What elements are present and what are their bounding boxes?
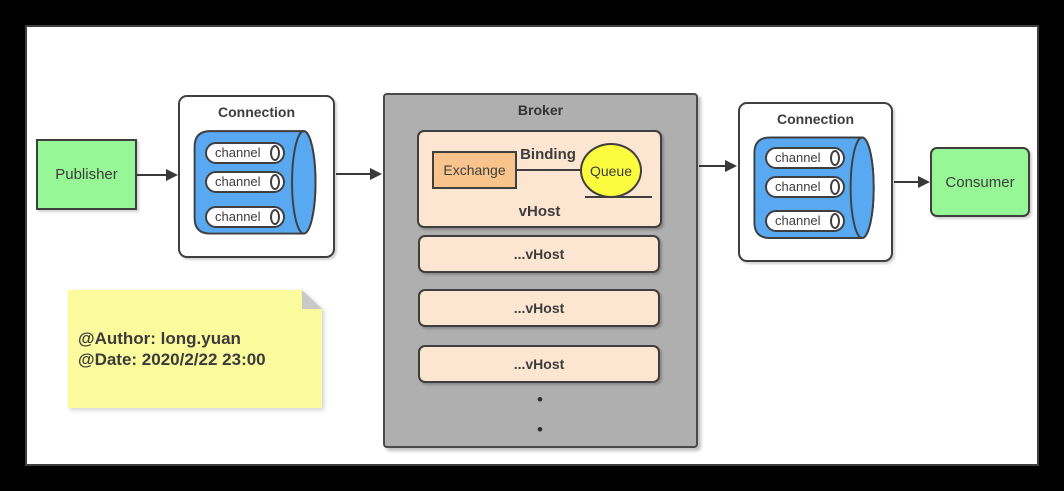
exchange-box: Exchange (432, 151, 517, 189)
connection-right-box: Connection channel channel channel (738, 102, 893, 262)
consumer-label: Consumer (945, 173, 1015, 191)
connection-left-title: Connection (218, 104, 295, 120)
channel-label: channel (775, 179, 821, 194)
consumer-box: Consumer (930, 147, 1030, 217)
sticky-note: @Author: long.yuan @Date: 2020/2/22 23:0… (68, 290, 322, 408)
channel-cap-icon (270, 174, 280, 190)
publisher-box: Publisher (36, 139, 137, 210)
channel-pill: channel (205, 171, 285, 193)
connection-right-title: Connection (777, 111, 854, 127)
arrow-connection-to-broker (336, 168, 382, 180)
arrow-shaft (699, 165, 727, 167)
ellipsis-dot: • (537, 420, 543, 439)
vhost-more-box: ...vHost (418, 235, 660, 273)
channel-pill: channel (765, 176, 845, 198)
arrow-head-icon (370, 168, 382, 180)
exchange-label: Exchange (443, 162, 506, 178)
channel-cap-icon (270, 145, 280, 161)
queue-label: Queue (589, 162, 633, 179)
binding-label: Binding (520, 146, 576, 163)
arrow-publisher-to-connection (137, 169, 178, 181)
ellipsis-dot: • (537, 390, 543, 409)
note-text: @Author: long.yuan @Date: 2020/2/22 23:0… (78, 328, 266, 370)
channel-pill: channel (205, 206, 285, 228)
arrow-shaft (336, 173, 372, 175)
vhost-more-label: ...vHost (513, 300, 565, 316)
connection-left-box: Connection channel channel channel (178, 95, 335, 258)
vhost-more-label: ...vHost (513, 246, 565, 262)
queue-underline (585, 196, 652, 198)
arrow-shaft (137, 174, 168, 176)
channel-label: channel (775, 213, 821, 228)
vhost-label: vHost (518, 203, 561, 220)
channel-label: channel (215, 209, 261, 224)
vhost-main-box: Exchange Binding Queue vHost (417, 130, 662, 228)
broker-box: Broker Exchange Binding Queue vHost ...v… (383, 93, 698, 448)
sticky-note-shape (68, 290, 322, 408)
note-author-line: @Author: long.yuan (78, 329, 241, 348)
folded-corner-icon (302, 290, 322, 309)
arrow-shaft (894, 181, 920, 183)
channel-pill: channel (765, 147, 845, 169)
channel-pill: channel (765, 210, 845, 232)
channel-label: channel (775, 150, 821, 165)
arrow-head-icon (725, 160, 737, 172)
channel-cap-icon (830, 213, 840, 229)
vhost-more-box: ...vHost (418, 345, 660, 383)
arrow-connection-to-consumer (894, 176, 930, 188)
binding-line (517, 169, 581, 171)
note-date-line: @Date: 2020/2/22 23:00 (78, 350, 266, 369)
queue-circle: Queue (580, 143, 642, 198)
arrow-head-icon (918, 176, 930, 188)
vhost-more-label: ...vHost (513, 356, 565, 372)
publisher-label: Publisher (55, 166, 118, 183)
arrow-head-icon (166, 169, 178, 181)
channel-cap-icon (270, 209, 280, 225)
vhost-more-box: ...vHost (418, 289, 660, 327)
channel-cap-icon (830, 150, 840, 166)
channel-cap-icon (830, 179, 840, 195)
broker-title: Broker (517, 102, 564, 118)
arrow-broker-to-connection (699, 160, 737, 172)
channel-pill: channel (205, 142, 285, 164)
channel-label: channel (215, 145, 261, 160)
channel-label: channel (215, 174, 261, 189)
